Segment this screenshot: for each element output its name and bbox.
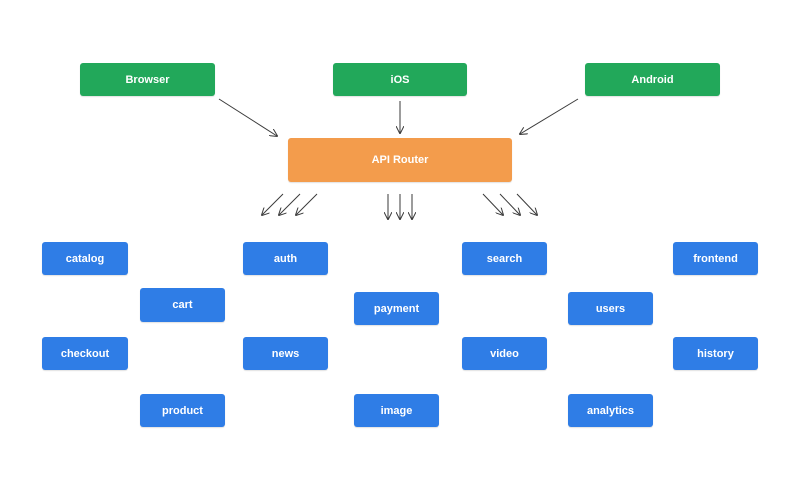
service-catalog: catalog — [42, 242, 128, 275]
arrow-router-out-right-3 — [516, 193, 537, 215]
service-checkout: checkout — [42, 337, 128, 370]
arrow-router-out-left-3 — [296, 193, 318, 215]
service-image: image — [354, 394, 439, 427]
arrow-router-out-right-2 — [499, 193, 520, 215]
service-history: history — [673, 337, 758, 370]
service-cart: cart — [140, 288, 225, 322]
arrow-router-out-right-1 — [482, 193, 503, 215]
api-router: API Router — [288, 138, 512, 182]
client-browser: Browser — [80, 63, 215, 96]
service-video: video — [462, 337, 547, 370]
service-analytics: analytics — [568, 394, 653, 427]
service-product: product — [140, 394, 225, 427]
arrow-android-to-router — [520, 98, 579, 134]
service-search: search — [462, 242, 547, 275]
client-android: Android — [585, 63, 720, 96]
arrow-router-out-left-1 — [262, 193, 284, 215]
arrow-browser-to-router — [218, 98, 277, 136]
arrow-router-out-left-2 — [279, 193, 301, 215]
client-ios: iOS — [333, 63, 467, 96]
service-news: news — [243, 337, 328, 370]
service-auth: auth — [243, 242, 328, 275]
service-users: users — [568, 292, 653, 325]
service-frontend: frontend — [673, 242, 758, 275]
service-payment: payment — [354, 292, 439, 325]
